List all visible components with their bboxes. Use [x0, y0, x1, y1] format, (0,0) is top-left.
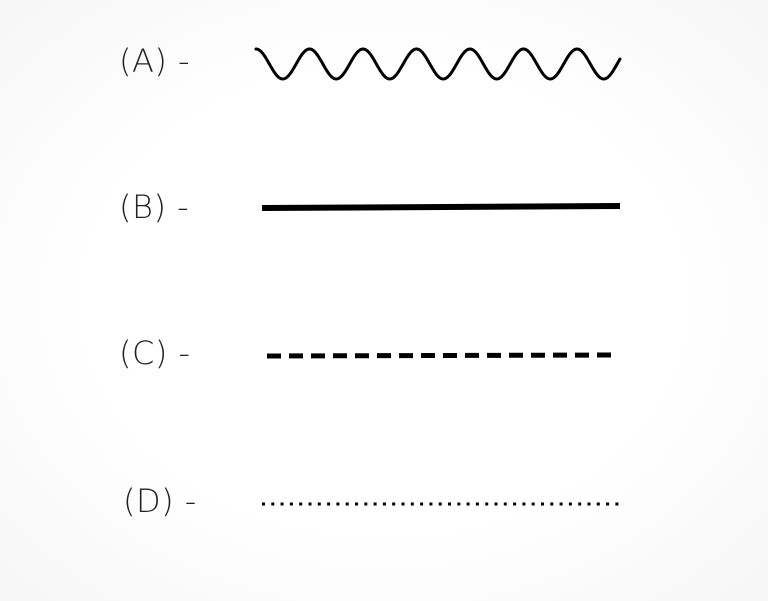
dashed-line — [266, 352, 619, 359]
legend-row-a: (A) - — [0, 24, 768, 104]
legend-row-c: (C) - — [0, 316, 768, 396]
legend-label-a: (A) - — [119, 42, 191, 80]
solid-line — [261, 203, 621, 211]
solid-line-stroke — [261, 203, 621, 211]
legend-row-b: (B) - — [0, 170, 768, 250]
wavy-line — [254, 47, 622, 81]
wavy-line-path — [254, 47, 622, 81]
legend-row-d: (D) - — [0, 464, 768, 544]
legend-label-c: (C) - — [119, 334, 191, 372]
dotted-line — [262, 502, 620, 506]
legend-label-b: (B) - — [119, 188, 190, 226]
dashed-line-stroke — [266, 352, 619, 359]
legend-label-d: (D) - — [123, 482, 197, 520]
